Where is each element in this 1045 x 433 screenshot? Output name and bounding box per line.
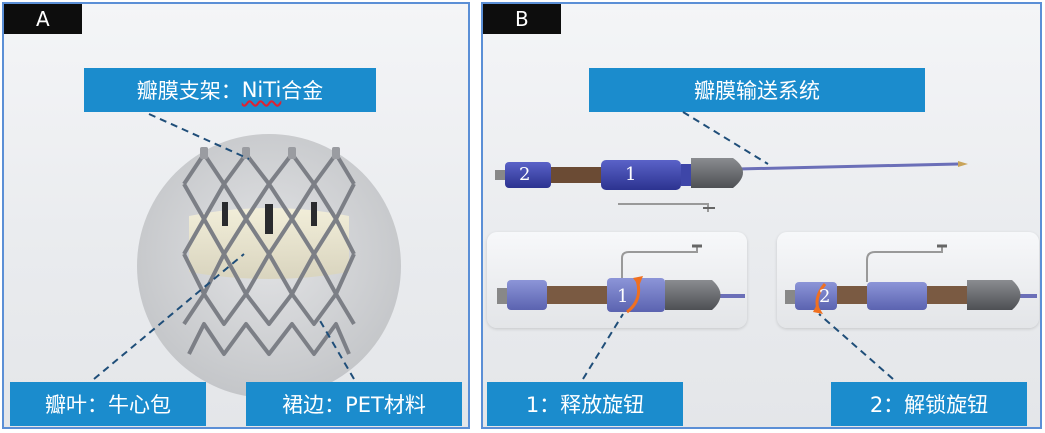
inset-unlock-knob: 2 xyxy=(777,232,1039,328)
label-stent-text: 瓣膜支架： xyxy=(136,79,242,103)
delivery-system-illustration xyxy=(495,111,968,212)
main-knob-2-marker: 2 xyxy=(519,164,531,185)
panel-a-tag: A xyxy=(4,4,82,34)
label-unlock-knob: 2：解锁旋钮 xyxy=(831,382,1027,426)
panel-b: B 瓣膜输送系统 xyxy=(481,2,1042,429)
stent-crown-tips xyxy=(200,147,340,159)
release-knob-marker: 1 xyxy=(617,286,629,307)
leader-leaflet xyxy=(93,253,245,380)
valve-illustration xyxy=(93,113,401,398)
leader-stent xyxy=(148,113,250,160)
leader-system xyxy=(682,111,769,165)
label-skirt: 裙边：PET材料 xyxy=(246,382,462,426)
label-leaflet: 瓣叶：牛心包 xyxy=(10,382,206,426)
inset-release-knob: 1 xyxy=(487,232,747,328)
label-stent-material: NiTi xyxy=(241,78,282,102)
main-delivery-device xyxy=(495,158,968,212)
panel-a: A xyxy=(2,2,470,429)
label-release-knob: 1：释放旋钮 xyxy=(487,382,683,426)
label-delivery-system: 瓣膜输送系统 xyxy=(589,68,925,112)
inset-release-knob-drawing xyxy=(497,244,745,314)
label-stent-suffix: 合金 xyxy=(281,79,324,103)
main-knob-1-marker: 1 xyxy=(625,164,637,185)
panel-b-tag: B xyxy=(483,4,561,34)
stent-commissure-posts xyxy=(222,202,317,234)
unlock-knob-marker: 2 xyxy=(819,286,831,307)
inset-unlock-knob-drawing xyxy=(785,244,1037,314)
